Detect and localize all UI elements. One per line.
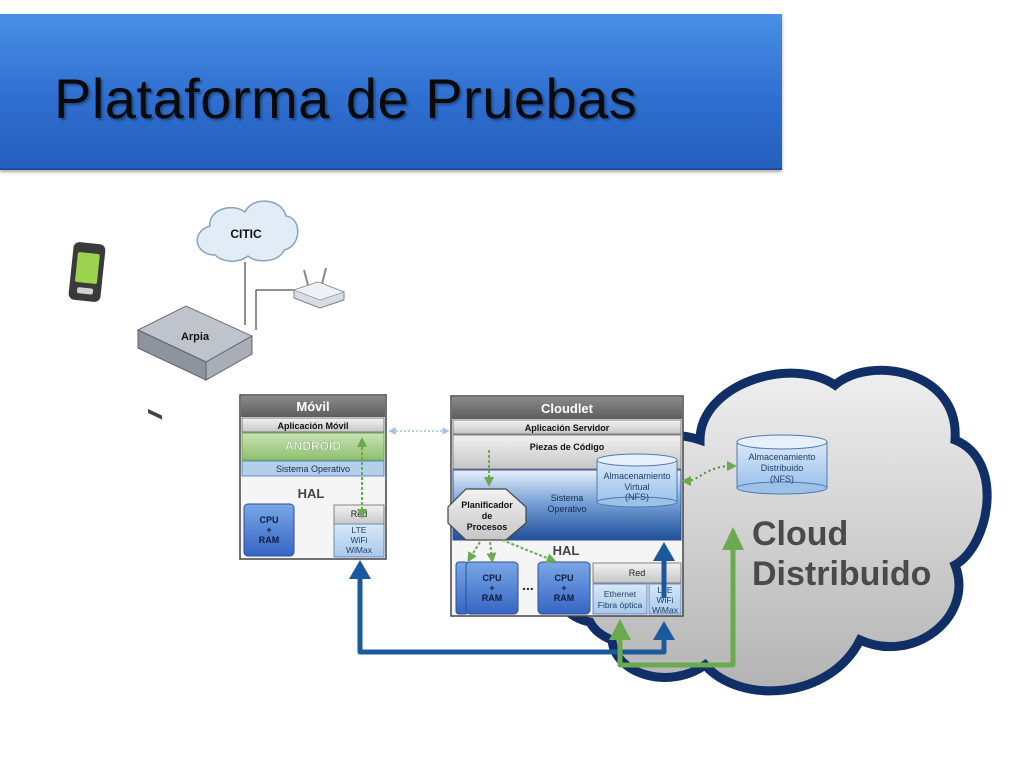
movil-app: Aplicación Móvil (277, 421, 348, 431)
cloudlet-stack: Cloudlet Aplicación Servidor Piezas de C… (447, 395, 684, 617)
cloud-label-line2: Distribuido (752, 555, 931, 593)
movil-os: Sistema Operativo (276, 464, 350, 474)
dist-storage-line3: (NFS) (770, 474, 794, 484)
distributed-storage: Almacenamiento Distribuido (NFS) (736, 434, 828, 495)
dist-storage-line2: Distribuido (761, 463, 804, 473)
net-wired-2: Fibra óptica (598, 600, 643, 610)
movil-cpu-2: + (266, 525, 271, 535)
movil-net-3: WiMax (346, 545, 373, 555)
movil-net-2: WiFi (351, 535, 368, 545)
cloudlet-hal: HAL (553, 543, 580, 558)
cloudlet-cpu-a-2: + (489, 583, 494, 593)
movil-os-name: ANDROID (285, 439, 341, 453)
cloudlet-os-2: Operativo (547, 504, 586, 514)
network-links (244, 262, 298, 330)
movil-cpu-1: CPU (259, 515, 278, 525)
blue-arrow-head-movil (349, 560, 371, 579)
movil-stack: Móvil Aplicación Móvil ANDROID Sistema O… (239, 394, 387, 560)
router-icon (293, 267, 345, 309)
movil-net-1: LTE (352, 525, 367, 535)
blue-arrow-head-wireless (653, 621, 675, 640)
movil-header: Móvil (296, 399, 329, 414)
virtual-storage-3: (NFS) (625, 492, 649, 502)
smartphone-icon (68, 242, 106, 302)
scheduler-2: de (482, 511, 493, 521)
movil-cpu-3: RAM (259, 535, 280, 545)
movil-hal: HAL (298, 486, 325, 501)
cloudlet-cpu-a-3: RAM (482, 593, 503, 603)
cloudlet-red: Red (629, 568, 646, 578)
scheduler-1: Planificador (461, 500, 513, 510)
citic-cloud: CITIC (196, 200, 299, 262)
dist-storage-line1: Almacenamiento (748, 452, 815, 462)
blue-arrow-head-cloudlet (653, 542, 675, 561)
virtual-storage-2: Virtual (624, 482, 649, 492)
movil-red: Red (351, 509, 368, 519)
cpu-ellipsis: ... (522, 577, 534, 593)
server-label: Arpia (181, 331, 210, 343)
cloudlet-header: Cloudlet (541, 401, 594, 416)
citic-label: CITIC (230, 227, 262, 241)
slide-title: Plataforma de Pruebas (54, 67, 638, 130)
net-wireless-2: WiFi (657, 595, 674, 605)
cloudlet-os-1: Sistema (551, 493, 584, 503)
scheduler-3: Procesos (467, 522, 508, 532)
green-arrow-head-cloudlet (609, 619, 631, 640)
virtual-storage-1: Almacenamiento (603, 471, 670, 481)
net-wireless-3: WiMax (652, 605, 679, 615)
cloudlet-app: Aplicación Servidor (525, 423, 610, 433)
cloudlet-code: Piezas de Código (530, 442, 605, 452)
net-wired-1: Ethernet (604, 589, 637, 599)
wired-connection (617, 548, 736, 668)
cloud-label-line1: Cloud (752, 515, 848, 553)
green-arrow-head-cloud (722, 527, 744, 550)
server-icon: Arpia (136, 305, 254, 420)
cloudlet-cpu-b-3: RAM (554, 593, 575, 603)
cloudlet-cpu-b-1: CPU (554, 573, 573, 583)
wireless-connection (357, 560, 667, 655)
cloudlet-cpu-a-1: CPU (482, 573, 501, 583)
cloudlet-cpu-b-2: + (561, 583, 566, 593)
title-banner: Plataforma de Pruebas (0, 14, 782, 170)
